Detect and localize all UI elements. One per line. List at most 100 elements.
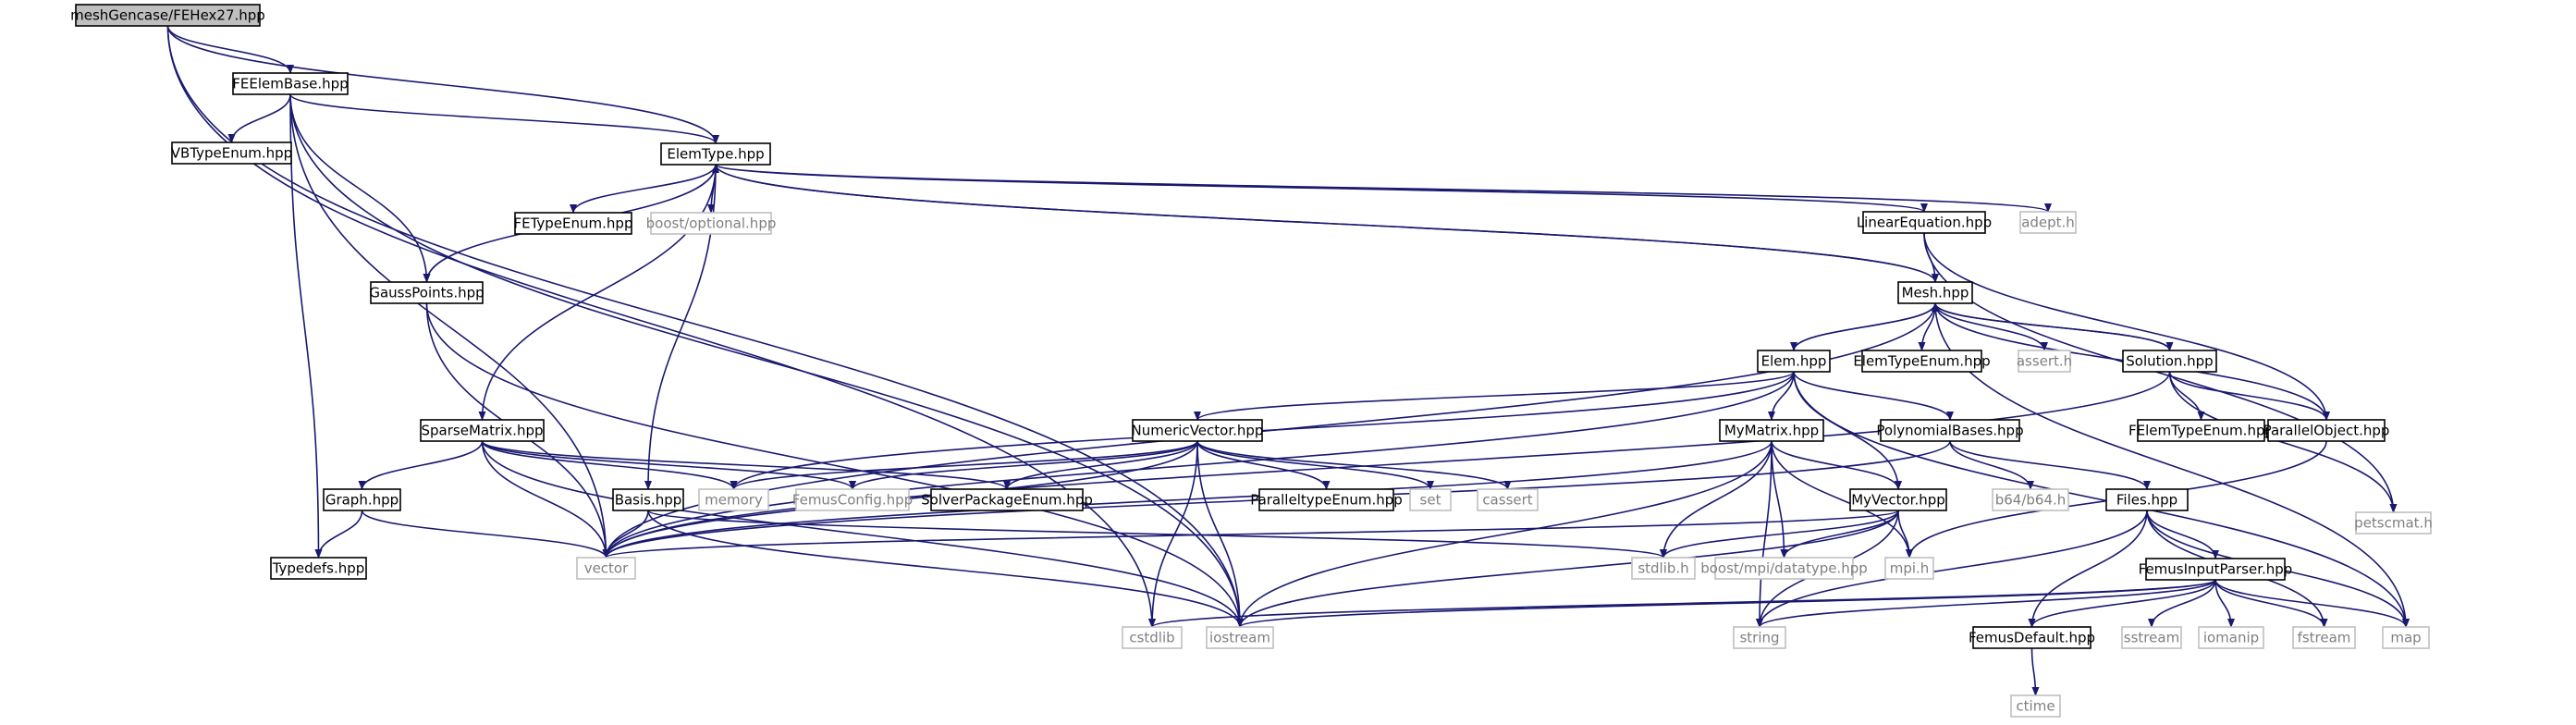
dependency-edge — [358, 440, 484, 490]
file-node[interactable]: FEElemBase.hpp — [232, 72, 349, 95]
file-node[interactable]: FemusDefault.hpp — [1969, 626, 2095, 649]
node-box — [1897, 281, 1973, 304]
node-label: stdlib.h — [1638, 560, 1688, 577]
dependency-edge — [481, 440, 1011, 490]
node-label: FemusDefault.hpp — [1969, 630, 2095, 646]
dependency-edge — [1756, 440, 1773, 628]
node-label: VBTypeEnum.hpp — [171, 145, 292, 162]
external-header-node: sstream — [2121, 626, 2182, 649]
node-box — [171, 141, 292, 165]
dependency-edge — [2168, 371, 2398, 513]
external-header-node: memory — [698, 488, 769, 511]
dependency-edge — [289, 93, 323, 559]
node-box — [2355, 511, 2432, 535]
file-node[interactable]: ParallelObject.hpp — [2263, 419, 2390, 442]
dependency-edge — [570, 164, 717, 214]
file-node[interactable]: ElemType.hpp — [660, 142, 771, 166]
node-box — [795, 488, 910, 511]
node-box — [2010, 694, 2061, 718]
dependency-edge — [1003, 440, 1198, 490]
node-label: meshGencase/FEHex27.hpp — [70, 7, 265, 24]
dependency-edge — [647, 510, 1244, 628]
dependency-edge — [481, 440, 738, 490]
node-box — [232, 72, 349, 95]
node-label: Basis.hpp — [615, 492, 682, 509]
node-label: map — [2390, 630, 2421, 646]
file-node[interactable]: GaussPoints.hpp — [369, 281, 485, 304]
dependency-edge — [1949, 440, 2034, 490]
external-header-node: cassert — [1477, 488, 1539, 511]
external-header-node: ctime — [2010, 694, 2061, 718]
node-label: FElemTypeEnum.hpp — [2128, 423, 2274, 439]
file-node[interactable]: Basis.hpp — [612, 488, 684, 511]
file-node[interactable]: ParalleltypeEnum.hpp — [1250, 488, 1403, 511]
dependency-edge — [2030, 647, 2040, 696]
external-header-node: vector — [576, 557, 636, 580]
dependency-edge — [1236, 510, 1899, 628]
dependency-edge — [2148, 579, 2216, 628]
file-node[interactable]: FElemTypeEnum.hpp — [2128, 419, 2274, 442]
file-node[interactable]: NumericVector.hpp — [1132, 419, 1264, 442]
dependency-edge — [2146, 510, 2219, 559]
file-node[interactable]: Graph.hpp — [323, 488, 401, 511]
node-label: NumericVector.hpp — [1132, 423, 1264, 439]
node-label: Graph.hpp — [325, 492, 399, 509]
file-node[interactable]: FemusInputParser.hpp — [2139, 558, 2293, 581]
node-box — [2019, 211, 2077, 234]
node-box — [2267, 419, 2386, 442]
node-box — [2145, 558, 2286, 581]
file-node[interactable]: PolynomialBases.hpp — [1876, 419, 2024, 442]
node-box — [698, 488, 769, 511]
file-node[interactable]: MyMatrix.hpp — [1719, 419, 1824, 442]
dependency-edge — [481, 440, 1244, 628]
file-node[interactable]: Solution.hpp — [2122, 350, 2217, 373]
file-node[interactable]: VBTypeEnum.hpp — [171, 141, 292, 165]
dependency-edge — [602, 371, 1795, 559]
node-box — [650, 212, 772, 235]
dependency-edge — [1949, 440, 2151, 490]
dependency-edge — [1771, 440, 1913, 559]
file-node[interactable]: FETypeEnum.hpp — [514, 212, 633, 235]
external-header-node: boost/optional.hpp — [646, 212, 777, 235]
node-label: boost/optional.hpp — [646, 215, 777, 232]
file-node[interactable]: Elem.hpp — [1757, 350, 1831, 373]
external-header-node: petscmat.h — [2354, 511, 2433, 535]
node-box — [75, 4, 261, 27]
node-box — [1409, 488, 1452, 511]
node-box — [612, 488, 684, 511]
root-file-node[interactable]: meshGencase/FEHex27.hpp — [70, 4, 265, 27]
file-node[interactable]: Typedefs.hpp — [270, 557, 367, 580]
node-box — [660, 142, 771, 166]
node-box — [1849, 488, 1947, 511]
dependency-edge — [425, 302, 1244, 628]
external-header-node: boost/mpi/datatype.hpp — [1700, 557, 1868, 580]
file-node[interactable]: SparseMatrix.hpp — [420, 419, 545, 442]
node-box — [1862, 211, 1986, 234]
node-box — [514, 212, 632, 235]
node-box — [1733, 626, 1786, 649]
node-box — [1972, 626, 2091, 649]
node-label: set — [1420, 492, 1441, 509]
dependency-edge — [1932, 302, 2171, 351]
file-node[interactable]: Mesh.hpp — [1897, 281, 1973, 304]
node-box — [2122, 350, 2217, 373]
node-box — [1719, 419, 1824, 442]
dependency-edge — [166, 25, 294, 74]
file-node[interactable]: SolverPackageEnum.hpp — [921, 488, 1093, 511]
file-node[interactable]: Files.hpp — [2105, 488, 2189, 511]
node-box — [2382, 626, 2430, 649]
dependency-edge — [1934, 302, 2048, 351]
file-node[interactable]: ElemTypeEnum.hpp — [1853, 350, 1991, 373]
node-box — [420, 419, 545, 442]
dependency-edge — [602, 510, 1899, 559]
node-label: PolynomialBases.hpp — [1876, 423, 2023, 439]
node-box — [1258, 488, 1394, 511]
file-node[interactable]: LinearEquation.hpp — [1857, 211, 1992, 234]
dependency-edge — [166, 25, 1156, 628]
node-box — [1477, 488, 1539, 511]
dependency-edge — [289, 93, 431, 283]
dependency-edge — [849, 440, 1198, 490]
external-header-node: fstream — [2292, 626, 2356, 649]
dependency-edge — [1660, 510, 1899, 559]
file-node[interactable]: MyVector.hpp — [1849, 488, 1947, 511]
